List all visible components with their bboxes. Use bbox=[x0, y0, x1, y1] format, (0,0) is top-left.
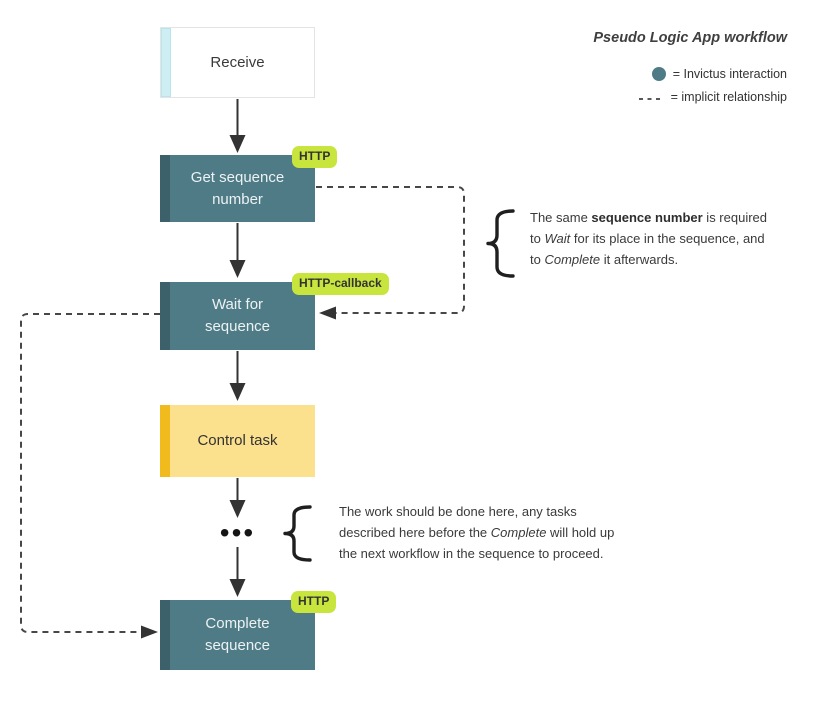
node-get-sequence-number: Get sequence number HTTP bbox=[160, 146, 338, 222]
node-wait-for-sequence: Wait for sequence HTTP-callback bbox=[160, 273, 389, 350]
annotation-line: The same sequence number is required bbox=[530, 210, 767, 225]
http-badge: HTTP bbox=[291, 591, 337, 614]
annotation-line: The work should be done here, any tasks bbox=[339, 504, 577, 519]
arrow-control-to-dots-head bbox=[229, 500, 246, 518]
annotation-line: to Wait for its place in the sequence, a… bbox=[530, 231, 765, 246]
legend-item-invictus: = Invictus interaction bbox=[593, 67, 787, 81]
arrow-wait-to-control-head bbox=[229, 383, 246, 401]
invictus-dot-icon bbox=[651, 67, 666, 81]
legend-item-implicit: = implicit relationship bbox=[593, 90, 787, 104]
annotation-line: to Complete it afterwards. bbox=[530, 252, 679, 267]
annotation-line: the next workflow in the sequence to pro… bbox=[339, 546, 604, 561]
arrow-dots-to-complete-head bbox=[229, 579, 246, 597]
node-label: Wait for sequence bbox=[204, 296, 271, 335]
implicit-link-wait-to-complete-head bbox=[141, 625, 158, 639]
http-callback-badge: HTTP-callback bbox=[292, 273, 389, 296]
teal-accent-strip bbox=[160, 600, 170, 670]
annotation-sequence-number: The same sequence number is required to … bbox=[530, 207, 767, 270]
annotation-work: The work should be done here, any tasks … bbox=[339, 501, 614, 564]
control-accent-strip bbox=[160, 405, 170, 477]
diagram-title: Pseudo Logic App workflow bbox=[593, 30, 787, 46]
node-label: Control task bbox=[197, 432, 278, 450]
implicit-link-get-to-wait-head bbox=[319, 306, 336, 320]
legend: Pseudo Logic App workflow = Invictus int… bbox=[593, 29, 787, 104]
node-label: Get sequence number bbox=[190, 168, 285, 208]
teal-accent-strip bbox=[160, 282, 170, 350]
arrow-get-to-wait-head bbox=[229, 260, 246, 278]
brace-work bbox=[283, 505, 312, 562]
teal-accent-strip bbox=[160, 155, 170, 222]
legend-label: = implicit relationship bbox=[670, 90, 787, 104]
node-control-task: Control task bbox=[160, 405, 315, 477]
http-badge: HTTP bbox=[292, 146, 338, 169]
annotation-line: described here before the Complete will … bbox=[339, 525, 615, 540]
node-label: Receive bbox=[210, 53, 265, 71]
node-label: Complete sequence bbox=[204, 615, 271, 654]
arrow-receive-to-get-head bbox=[229, 135, 246, 153]
dashed-line-icon bbox=[638, 90, 664, 104]
node-complete-sequence: Complete sequence HTTP bbox=[160, 591, 337, 670]
node-receive: Receive bbox=[160, 27, 315, 98]
ellipsis-dots: ••• bbox=[219, 517, 256, 548]
brace-sequence-number bbox=[486, 209, 515, 278]
trigger-accent-strip bbox=[161, 28, 171, 97]
implicit-link-wait-to-complete bbox=[20, 313, 160, 633]
legend-label: = Invictus interaction bbox=[672, 67, 787, 81]
